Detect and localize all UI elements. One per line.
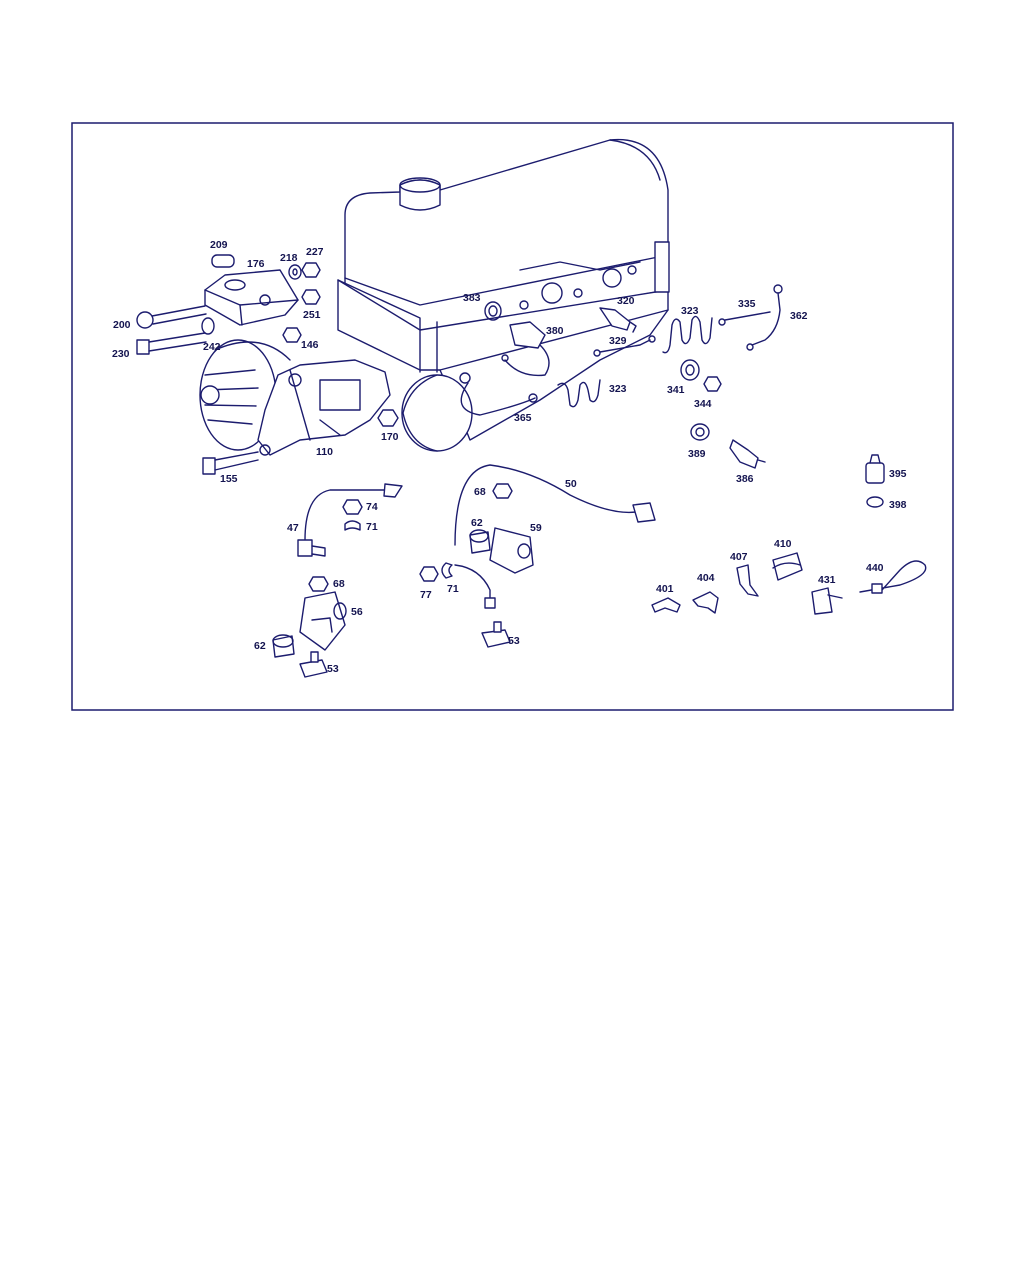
label-200: 200: [113, 319, 131, 331]
engine-block: [337, 138, 670, 452]
cable-362: [746, 284, 783, 351]
nut-74: [342, 499, 363, 515]
label-395: 395: [889, 468, 907, 480]
label-53-middle: 53: [508, 635, 520, 647]
label-110: 110: [316, 446, 333, 458]
cable-tie-440: [859, 560, 927, 594]
label-320: 320: [617, 295, 635, 307]
sleeve-209: [211, 254, 235, 268]
label-362: 362: [790, 310, 808, 322]
label-77: 77: [420, 589, 432, 601]
switch-380: [501, 321, 550, 377]
label-323-lower: 323: [609, 383, 627, 395]
nut-344: [703, 376, 722, 392]
cable-365: [459, 372, 538, 416]
nut-146: [282, 327, 302, 343]
label-47: 47: [287, 522, 299, 534]
lead-53-middle: [454, 564, 496, 609]
nut-227: [301, 262, 321, 278]
seal-389: [690, 423, 710, 441]
label-230: 230: [112, 348, 130, 360]
bracket-56: [299, 591, 347, 651]
label-146: 146: [301, 339, 319, 351]
label-344: 344: [694, 398, 712, 410]
label-56: 56: [351, 606, 363, 618]
bolt-200: [136, 305, 207, 329]
terminal-53-middle: [481, 621, 511, 648]
nut-68-upper: [492, 483, 513, 499]
label-335: 335: [738, 298, 756, 310]
nut-68-lower: [308, 576, 329, 592]
label-59: 59: [530, 522, 542, 534]
label-380: 380: [546, 325, 564, 337]
washer-218: [288, 264, 302, 280]
diagram-border: [71, 122, 954, 711]
label-155: 155: [220, 473, 238, 485]
label-62-upper: 62: [471, 517, 483, 529]
clip-71-middle: [441, 562, 453, 579]
label-242: 242: [203, 341, 221, 353]
clip-431: [811, 587, 843, 615]
sensor-386: [729, 439, 766, 469]
cable-50: [454, 464, 656, 546]
label-383: 383: [463, 292, 481, 304]
label-74: 74: [366, 501, 378, 513]
sensor-bracket-59: [489, 527, 534, 574]
switch-395: [865, 454, 885, 484]
label-323-upper: 323: [681, 305, 699, 317]
label-407: 407: [730, 551, 748, 563]
washer-242: [201, 317, 215, 335]
spring-323-upper: [662, 315, 713, 354]
bolt-155: [202, 451, 259, 475]
nut-251: [301, 289, 321, 305]
part-labels: 209 176 218 227 251 200 242 230 146 383 …: [112, 239, 907, 675]
alternator-assembly: [199, 339, 399, 456]
clip-71-left: [344, 520, 361, 531]
upper-bracket-176: [204, 269, 299, 326]
label-227: 227: [306, 246, 324, 258]
wire-329: [593, 335, 656, 357]
label-50: 50: [565, 478, 577, 490]
clip-401: [651, 597, 681, 613]
label-170: 170: [381, 431, 399, 443]
label-386: 386: [736, 473, 754, 485]
washer-398: [866, 496, 884, 508]
label-440: 440: [866, 562, 884, 574]
label-389: 389: [688, 448, 706, 460]
label-341: 341: [667, 384, 685, 396]
label-53-lower: 53: [327, 663, 339, 675]
label-365: 365: [514, 412, 532, 424]
plug-62-upper: [469, 529, 491, 554]
label-71-middle: 71: [447, 583, 459, 595]
label-71-left: 71: [366, 521, 378, 533]
terminal-53-lower: [299, 651, 328, 678]
plug-62-lower: [272, 634, 295, 658]
clip-404: [692, 591, 719, 614]
label-398: 398: [889, 499, 907, 511]
clip-410: [772, 552, 803, 581]
label-251: 251: [303, 309, 321, 321]
label-329: 329: [609, 335, 627, 347]
label-218: 218: [280, 252, 298, 264]
label-410: 410: [774, 538, 792, 550]
sensor-lead-47: [297, 483, 403, 557]
label-431: 431: [818, 574, 836, 586]
label-401: 401: [656, 583, 674, 595]
sensor-320: [599, 307, 637, 333]
wire-335: [718, 311, 771, 326]
label-209: 209: [210, 239, 228, 251]
spring-323-lower: [557, 379, 601, 408]
label-68-upper: 68: [474, 486, 486, 498]
grommet-341: [680, 359, 700, 381]
label-404: 404: [697, 572, 715, 584]
clip-407: [736, 564, 759, 597]
label-176: 176: [247, 258, 265, 270]
plug-383: [484, 301, 502, 321]
label-62-lower: 62: [254, 640, 266, 652]
nut-77: [419, 566, 439, 582]
bolt-230: [136, 332, 207, 355]
label-68-lower: 68: [333, 578, 345, 590]
